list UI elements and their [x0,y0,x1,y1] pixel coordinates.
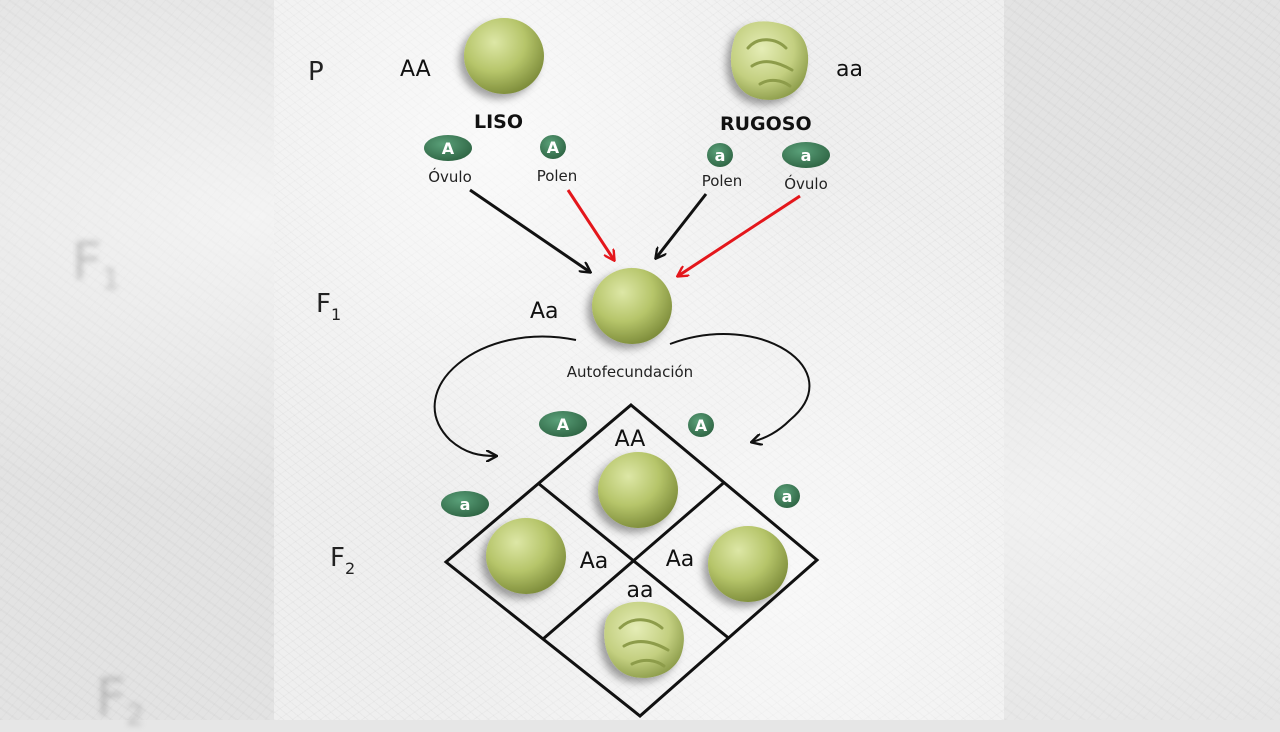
svg-text:Óvulo: Óvulo [784,174,828,193]
generation-label-p: P [308,57,324,87]
svg-text:A: A [442,139,455,158]
punnett-square [443,403,820,718]
wrinkle-lines [746,38,794,88]
allele-badge [539,411,587,437]
allele-badge [441,491,489,517]
smooth-pea-cell-right [708,526,788,602]
parent-right-genotype: aa [836,57,863,82]
cell-bottom-genotype: aa [627,578,654,603]
arrow-self-fertilization-left [433,335,577,456]
generation-label-f1: F1 [316,289,341,324]
svg-text:Polen: Polen [702,172,743,190]
generation-label-f2: F2 [330,543,355,578]
punnett-divider [542,481,725,641]
smooth-pea-parent [464,18,544,94]
arrow-pollen-to-f1 [566,189,614,260]
arrow-pollen-to-f1 [656,193,708,258]
gamete-left-pollen: A Polen [537,135,578,185]
svg-text:a: a [460,495,471,514]
gamete-left-ovule: A Óvulo [424,135,472,186]
punnett-allele-top-right: A [688,413,714,437]
parent-left-phenotype: LISO [474,111,523,133]
svg-text:Polen: Polen [537,167,578,185]
gamete-right-ovule: a Óvulo [782,142,830,193]
self-fertilization-label: Autofecundación [567,363,693,381]
allele-badge [774,484,800,508]
f1-genotype: Aa [530,299,559,324]
wrinkled-pea-cell-bottom [604,601,684,678]
svg-text:Óvulo: Óvulo [428,167,472,186]
svg-text:A: A [547,138,560,157]
parent-right-phenotype: RUGOSO [720,113,812,135]
cell-top-genotype: AA [615,427,646,452]
pollen-allele-badge [540,135,566,159]
wrinkle-lines [618,618,670,668]
ovule-allele-badge [782,142,830,168]
arrow-ovule-to-f1 [469,188,590,272]
svg-text:a: a [715,146,726,165]
arrow-self-fertilization-right [669,333,811,442]
cell-right-genotype: Aa [666,547,695,572]
diagram-panel [274,0,1004,720]
smooth-pea-cell-top [598,452,678,528]
pollen-allele-badge [707,143,733,167]
parent-left-genotype: AA [400,57,431,82]
arrow-ovule-to-f1 [678,194,801,276]
svg-text:A: A [557,415,570,434]
punnett-allele-top-left: A [539,411,587,437]
cell-left-genotype: Aa [580,549,609,574]
smooth-pea-f1 [592,268,672,344]
punnett-outline [443,403,820,718]
allele-badge [688,413,714,437]
gamete-right-pollen: a Polen [702,143,743,190]
smooth-pea-cell-left [486,518,566,594]
svg-text:A: A [695,416,708,435]
svg-text:a: a [801,146,812,165]
punnett-allele-left: a [441,491,489,517]
punnett-allele-right: a [774,484,800,508]
ovule-allele-badge [424,135,472,161]
ghost-label-f1: F1 [72,232,121,296]
svg-text:a: a [782,487,793,506]
